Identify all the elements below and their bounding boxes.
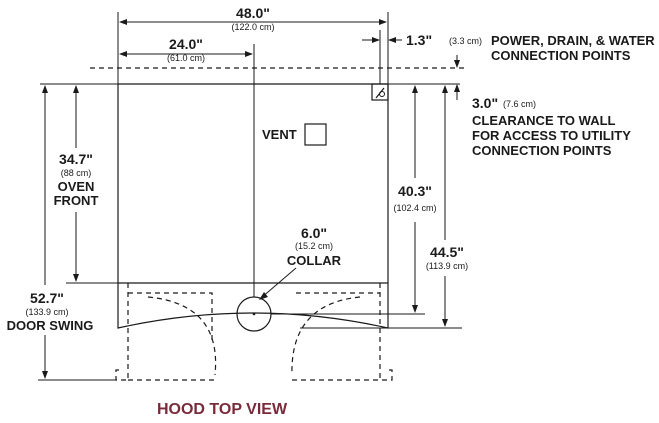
door-swing-arrow-bottom: [42, 371, 48, 379]
clearance-label-line1: CLEARANCE TO WALL: [472, 113, 616, 128]
collar-depth-arrow-bottom: [412, 305, 418, 313]
total-depth-imperial: 44.5": [430, 244, 464, 260]
clearance-arrow-top: [454, 60, 460, 68]
utility-label-line1: POWER, DRAIN, & WATER: [491, 33, 655, 48]
door-swing-left: [128, 292, 213, 340]
collar-center: [252, 312, 256, 316]
half-width-metric: (61.0 cm): [167, 53, 205, 63]
collar-metric: (15.2 cm): [295, 241, 333, 251]
door-swing-imperial: 52.7": [30, 290, 64, 306]
half-width-arrow-left: [119, 51, 127, 57]
vent-square: [304, 123, 327, 146]
collar-depth-metric: (102.4 cm): [393, 203, 436, 213]
door-swing-arrow-top: [42, 85, 48, 93]
collar-leader-line: [260, 267, 297, 299]
width-arrow-left: [119, 19, 127, 25]
hood-outline: [117, 83, 389, 329]
collar-depth-arrow-top: [412, 85, 418, 93]
utility-metric: (3.3 cm): [449, 36, 482, 46]
door-outline-right: [379, 283, 393, 381]
width-imperial: 48.0": [236, 5, 270, 21]
door-swing-metric: (133.9 cm): [25, 307, 68, 317]
clearance-imperial: 3.0": [472, 95, 498, 111]
width-arrow-right: [379, 19, 387, 25]
half-width-imperial: 24.0": [169, 36, 203, 52]
clearance-metric: (7.6 cm): [503, 99, 536, 109]
total-depth-arrow-bottom: [442, 319, 448, 327]
clearance-arrow-bottom: [454, 84, 460, 92]
utility-arrow-right: [388, 37, 396, 43]
half-width-arrow-right: [245, 51, 253, 57]
oven-front-label-line2: FRONT: [54, 193, 99, 208]
utility-arrow-left: [372, 37, 380, 43]
utility-label-line2: CONNECTION POINTS: [491, 48, 631, 63]
oven-front-label-line1: OVEN: [58, 179, 95, 194]
total-depth-metric: (113.9 cm): [426, 261, 468, 271]
width-metric: (122.0 cm): [231, 22, 274, 32]
collar-label: COLLAR: [287, 253, 342, 268]
door-swing-arc-left: [147, 296, 217, 376]
utility-imperial: 1.3": [406, 32, 432, 48]
collar-imperial: 6.0": [301, 225, 327, 241]
oven-front-arrow-bottom: [73, 274, 79, 282]
clearance-label-line2: FOR ACCESS TO UTILITY: [472, 128, 631, 143]
clearance-label-line3: CONNECTION POINTS: [472, 143, 612, 158]
total-depth-arrow-top: [442, 85, 448, 93]
diagram-title: HOOD TOP VIEW: [157, 401, 288, 418]
collar-leader-arrow: [259, 292, 268, 300]
oven-front-metric: (88 cm): [61, 168, 92, 178]
vent-label: VENT: [262, 127, 297, 142]
collar-depth-imperial: 40.3": [398, 183, 432, 199]
door-swing-arc-right: [291, 296, 361, 376]
oven-front-imperial: 34.7": [59, 151, 93, 167]
utility-connection-point: [379, 91, 385, 97]
door-swing-label: DOOR SWING: [7, 318, 94, 333]
oven-front-arrow-top: [73, 85, 79, 93]
